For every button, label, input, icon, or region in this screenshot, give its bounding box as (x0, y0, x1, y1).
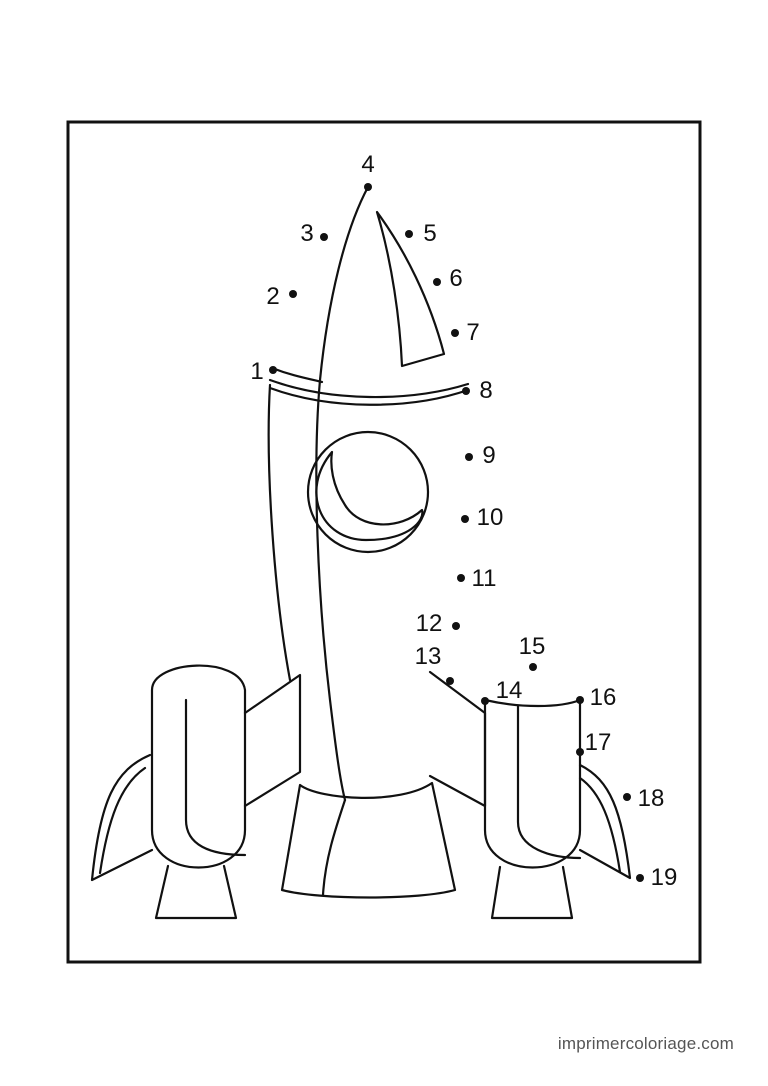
dot-label-12: 12 (416, 610, 443, 637)
dot-label-7: 7 (466, 319, 479, 346)
dot-16 (576, 696, 584, 704)
dot-4 (364, 183, 372, 191)
dot-label-18: 18 (638, 785, 665, 812)
dot-label-6: 6 (449, 265, 462, 292)
dot-9 (465, 453, 473, 461)
dot-label-9: 9 (482, 442, 495, 469)
dot-5 (405, 230, 413, 238)
rocket-drawing (90, 185, 632, 920)
dot-18 (623, 793, 631, 801)
dot-1 (269, 366, 277, 374)
dot-label-2: 2 (266, 283, 279, 310)
watermark-text: imprimercoloriage.com (557, 1034, 734, 1053)
dot-17 (576, 748, 584, 756)
page-frame (66, 120, 702, 964)
dot-label-8: 8 (479, 377, 492, 404)
dot-12 (452, 622, 460, 630)
dot-label-17: 17 (585, 729, 612, 756)
dot-label-13: 13 (415, 643, 442, 670)
dot-label-15: 15 (519, 633, 546, 660)
dot-label-11: 11 (472, 565, 497, 592)
dot-label-19: 19 (651, 864, 678, 891)
dot-3 (320, 233, 328, 241)
dot-13 (446, 677, 454, 685)
dot-label-16: 16 (590, 684, 617, 711)
dot-label-1: 1 (250, 358, 263, 385)
dot-2 (289, 290, 297, 298)
dot-label-4: 4 (361, 151, 374, 178)
dot-14 (481, 697, 489, 705)
dot-label-3: 3 (300, 220, 313, 247)
dot-8 (462, 387, 470, 395)
dot-11 (457, 574, 465, 582)
dot-19 (636, 874, 644, 882)
dot-15 (529, 663, 537, 671)
dot-label-5: 5 (423, 220, 436, 247)
dot-label-10: 10 (477, 504, 504, 531)
dot-label-14: 14 (496, 677, 523, 704)
dot-10 (461, 515, 469, 523)
dot-6 (433, 278, 441, 286)
dot-7 (451, 329, 459, 337)
